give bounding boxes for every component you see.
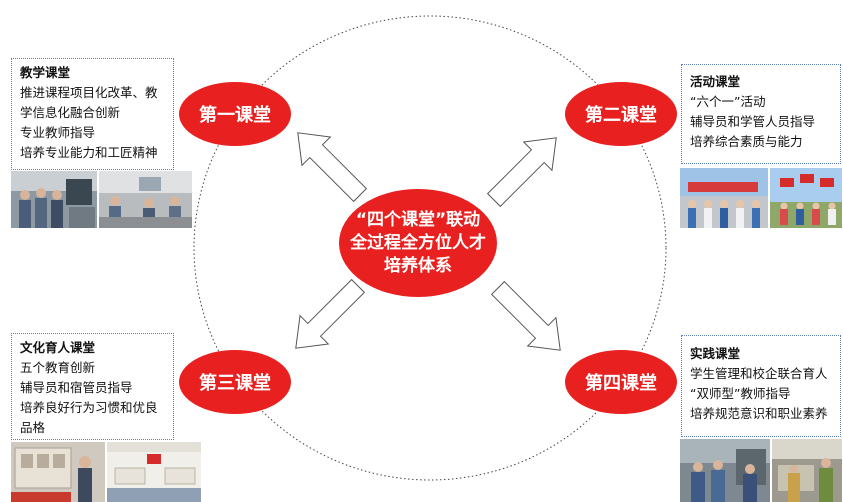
center-line-1: “四个课堂”联动: [355, 209, 481, 230]
second-box-title: 活动课堂: [690, 74, 741, 89]
first-box-item: 培养专业能力和工匠精神: [20, 145, 158, 160]
dotted-circle: [193, 15, 667, 481]
second-classroom-photo-2: [770, 168, 842, 228]
arrow-to-second: [486, 137, 557, 208]
fourth-classroom-photo-2: [772, 439, 842, 502]
fourth-classroom-label: 第四课堂: [585, 373, 657, 394]
first-classroom-photo-2: [99, 171, 192, 228]
first-classroom-label: 第一课堂: [199, 105, 271, 126]
second-box-item: “六个一”活动: [690, 94, 766, 109]
center-line-2: 全过程全方位人才: [350, 232, 486, 253]
second-box-item: 辅导员和学管人员指导: [690, 114, 816, 129]
arrow-to-first: [297, 132, 368, 203]
second-box-item: 培养综合素质与能力: [690, 134, 803, 149]
fourth-box-item: 学生管理和校企联合育人: [690, 366, 828, 381]
arrow-to-third: [295, 278, 366, 349]
third-classroom-photo-2: [107, 442, 201, 502]
third-box-title: 文化育人课堂: [20, 340, 96, 355]
third-classroom-label: 第三课堂: [199, 373, 271, 394]
third-classroom-oval: 第三课堂: [179, 350, 291, 414]
third-box-item: 五个教育创新: [20, 360, 96, 375]
fourth-classroom-box: 实践课堂 学生管理和校企联合育人 “双师型”教师指导 培养规范意识和职业素养: [681, 335, 841, 437]
second-classroom-photo-1: [680, 168, 768, 228]
fourth-box-item: 培养规范意识和职业素养: [690, 406, 828, 421]
first-box-item: 推进课程项目化改革、教: [20, 85, 158, 100]
arrow-to-fourth: [490, 280, 561, 351]
third-box-item: 品格: [20, 420, 46, 435]
center-line-3: 培养体系: [384, 255, 452, 276]
second-classroom-label: 第二课堂: [585, 105, 657, 126]
third-classroom-box: 文化育人课堂 五个教育创新 辅导员和宿管员指导 培养良好行为习惯和优良 品格: [11, 333, 174, 440]
first-classroom-box: 教学课堂 推进课程项目化改革、教 学信息化融合创新 专业教师指导 培养专业能力和…: [11, 58, 174, 170]
first-box-title: 教学课堂: [20, 65, 71, 80]
center-system-oval: “四个课堂”联动 全过程全方位人才 培养体系: [339, 189, 497, 297]
fourth-classroom-photo-1: [680, 439, 770, 502]
fourth-box-title: 实践课堂: [690, 346, 741, 361]
second-classroom-oval: 第二课堂: [565, 82, 677, 146]
third-box-item: 辅导员和宿管员指导: [20, 380, 133, 395]
fourth-box-item: “双师型”教师指导: [690, 386, 791, 401]
second-classroom-box: 活动课堂 “六个一”活动 辅导员和学管人员指导 培养综合素质与能力: [681, 64, 841, 164]
third-box-item: 培养良好行为习惯和优良: [20, 400, 158, 415]
first-box-item: 学信息化融合创新: [20, 105, 121, 120]
third-classroom-photo-1: [11, 442, 105, 502]
first-classroom-oval: 第一课堂: [179, 82, 291, 146]
first-classroom-photo-1: [11, 171, 97, 228]
first-box-item: 专业教师指导: [20, 125, 96, 140]
fourth-classroom-oval: 第四课堂: [565, 350, 677, 414]
